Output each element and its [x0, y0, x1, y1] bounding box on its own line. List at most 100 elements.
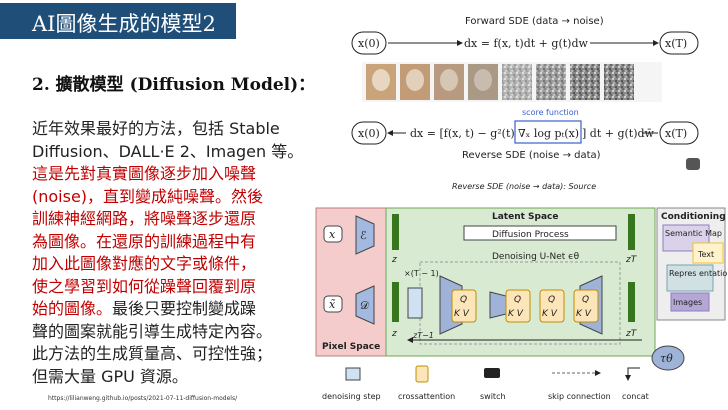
score-term: ∇ₓ log pₜ(x) [518, 127, 579, 140]
unet-bottleneck [489, 291, 507, 319]
decoder-block [355, 285, 375, 325]
image-strip [362, 62, 662, 102]
highlight-line: 訓練神經網路，將噪聲逐步還原 [32, 209, 257, 228]
unet-label: Denoising U-Net ϵθ [492, 252, 580, 262]
x-tilde-node [323, 295, 343, 313]
conditioning-label: Conditioning [661, 212, 726, 222]
xT-label-bottom: x(T) [665, 127, 687, 140]
images-box [670, 292, 710, 312]
denoising-step-icon [407, 287, 423, 319]
noise-image [570, 64, 600, 100]
title-bar [0, 3, 236, 39]
noisy-image [536, 64, 566, 100]
text-box [692, 242, 724, 264]
z-label-2: z [391, 329, 397, 339]
z-latent-bar [392, 214, 399, 250]
diffusion-process-box [463, 225, 617, 241]
tau-label: τθ [660, 352, 673, 365]
forward-sde-title: Forward SDE (data → noise) [465, 16, 604, 27]
body-fragment: 最後只要控制變成躁 [112, 299, 257, 318]
cond-semantic: Semantic Map [665, 229, 722, 238]
forward-equation: dx = f(x, t)dt + g(t)dw [464, 37, 588, 50]
source-link[interactable]: https://lilianweng.github.io/posts/2021-… [48, 395, 238, 402]
q-label: Q [514, 295, 521, 305]
body-line: 聲的圖案就能引導生成特定內容。 [32, 321, 273, 341]
highlight-line: 使之學習到如何從躁聲回覆到原 [32, 276, 257, 296]
legend-skip-connection: skip connection [548, 392, 611, 401]
x-input-node [323, 225, 343, 243]
qkv-block [505, 289, 531, 323]
representations-box [666, 264, 714, 292]
legend-concat-arrow [625, 367, 640, 381]
qkv-block [539, 289, 565, 323]
legend-qkv-icon [415, 365, 429, 383]
qkv-block [573, 289, 599, 323]
noisy-image [502, 64, 532, 100]
q-label: Q [548, 295, 555, 305]
tau-encoder [651, 345, 685, 371]
zT-latent-bar [628, 214, 635, 250]
reverse-equation-right: ] dt + g(t)dw̄ [582, 127, 655, 140]
decoder-symbol: 𝒟 [360, 299, 369, 312]
x0-bottom-node [351, 121, 387, 145]
xT-label: x(T) [665, 37, 687, 50]
reverse-sde-title: Reverse SDE (noise → data) [462, 150, 601, 161]
q-label: Q [460, 295, 467, 305]
x0-label: x(0) [358, 37, 380, 50]
z-label: z [391, 255, 397, 265]
body-line: 近年效果最好的方法，包括 Stable [32, 119, 280, 138]
legend-crossattention: crossattention [398, 392, 455, 401]
zT-label: zT [625, 255, 638, 265]
body-line: Diffusion、DALL·E 2、Imagen 等。 [32, 141, 304, 161]
z-denoise-bar [392, 282, 399, 322]
highlight-line: 加入此圖像對應的文字或條件， [32, 254, 257, 273]
body-line: 此方法的生成質量高、可控性強； [32, 344, 273, 363]
x-symbol: x [329, 228, 336, 241]
highlight-fragment: 始的圖像。 [32, 299, 113, 318]
legend-denoise-icon [345, 367, 361, 381]
cond-text: Text [697, 250, 714, 259]
expand-icon[interactable] [686, 158, 700, 170]
score-function-label: score function [522, 108, 579, 117]
kv-label: K V [454, 309, 470, 319]
pixel-space-label: Pixel Space [322, 342, 380, 352]
x0-label-bottom: x(0) [358, 127, 380, 140]
legend-switch: switch [480, 392, 506, 401]
xT-top-node [659, 31, 699, 55]
legend-switch-icon [484, 368, 500, 378]
figure-caption: Reverse SDE (noise → data): Source [452, 182, 596, 191]
reverse-equation-left: dx = [f(x, t) − g²(t) [410, 127, 515, 140]
slide-title: AI圖像生成的模型2 [32, 12, 216, 36]
zT-denoise-bar [628, 282, 635, 322]
zT-label-2: zT [625, 329, 638, 339]
qkv-blocks: Q K V Q K V Q K V Q K V [451, 289, 599, 323]
latent-space-label: Latent Space [492, 212, 559, 222]
zT1-label: zT−1 [412, 331, 434, 340]
noise-image [604, 64, 634, 100]
x0-top-node [351, 31, 387, 55]
kv-label: K V [542, 309, 558, 319]
cond-repr: Repres entations [669, 269, 728, 278]
cond-images: Images [673, 298, 702, 307]
mixed-line: 始的圖像。最後只要控制變成躁 [32, 298, 304, 321]
encoder-symbol: ℰ [360, 229, 367, 242]
highlight-line: 這是先對真實圖像逐步加入噪聲 [32, 164, 257, 183]
legend-concat: concat [622, 392, 649, 401]
score-function-box [514, 120, 582, 144]
encoder-block [355, 215, 375, 255]
kv-label: K V [508, 309, 524, 319]
legend-denoising-step: denoising step [322, 392, 381, 401]
repeat-label: ×(T − 1) [404, 269, 439, 278]
highlight-line: (noise)，直到變成純噪聲。然後 [32, 186, 264, 206]
qkv-block [451, 289, 477, 323]
diffusion-figure: Forward SDE (data → noise) x(0) x(T) dx … [312, 0, 728, 410]
kv-label: K V [576, 309, 592, 319]
q-label: Q [582, 295, 589, 305]
body-text: 近年效果最好的方法，包括 Stable Diffusion、DALL·E 2、I… [32, 118, 304, 388]
body-line: 但需大量 GPU 資源。 [32, 366, 188, 386]
xT-bottom-node [659, 121, 699, 145]
section-heading: 2. 擴散模型 (Diffusion Model)： [32, 75, 316, 95]
diffusion-process-label: Diffusion Process [492, 230, 569, 240]
x-tilde-symbol: x̃ [329, 298, 336, 311]
highlight-line: 為圖像。在還原的訓練過程中有 [32, 231, 257, 251]
